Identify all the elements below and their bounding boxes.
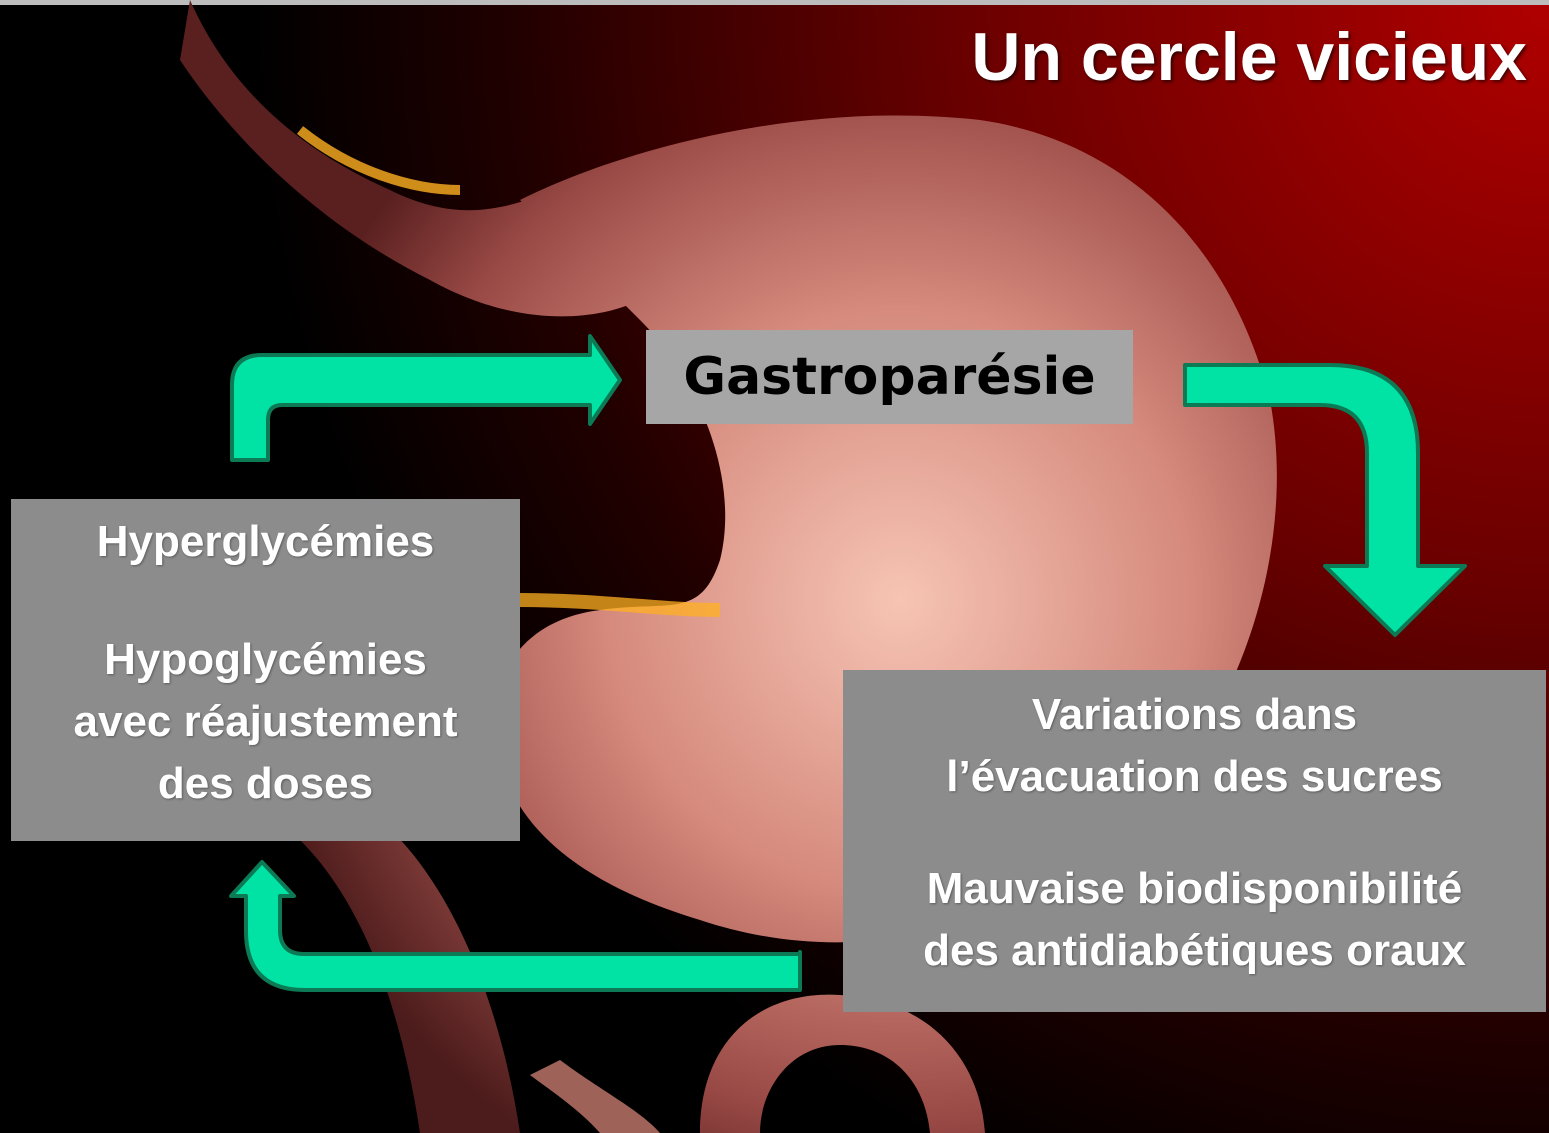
node-glycemies-line2: Hypoglycémies (11, 629, 520, 691)
arrow-to-variations-icon (1185, 365, 1465, 635)
node-gastroparesie: Gastroparésie (646, 330, 1133, 424)
node-glycemies-line4: des doses (11, 753, 520, 815)
arrow-to-gastroparesie-icon (232, 336, 620, 460)
node-glycemies-line3: avec réajustement (11, 691, 520, 753)
node-variations: Variations dans l’évacuation des sucres … (843, 670, 1546, 1012)
node-gastroparesie-label: Gastroparésie (683, 347, 1095, 407)
node-variations-line1: Variations dans (843, 684, 1546, 746)
node-variations-line2: l’évacuation des sucres (843, 746, 1546, 808)
arrow-to-hyperglycemies-icon (231, 862, 800, 990)
node-variations-line4: des antidiabétiques oraux (843, 920, 1546, 982)
node-glycemies: Hyperglycémies Hypoglycémies avec réajus… (11, 499, 520, 841)
node-variations-line3: Mauvaise biodisponibilité (843, 858, 1546, 920)
node-glycemies-line1: Hyperglycémies (11, 511, 520, 573)
